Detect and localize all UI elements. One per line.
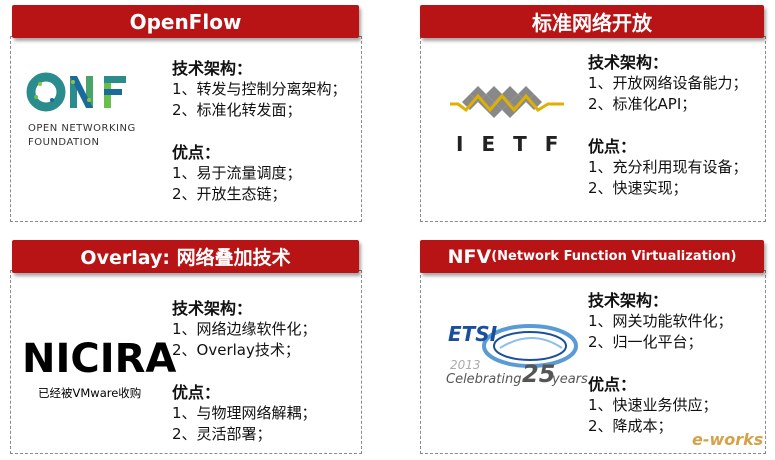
openflow-text: 技术架构： 1、转发与控制分离架构； 2、标准化转发面； 优点： 1、易于流量调… — [172, 58, 347, 205]
openflow-box — [10, 36, 362, 222]
ietf-wordmark: IETF — [456, 132, 577, 156]
arch-item: 2、Overlay技术； — [172, 341, 300, 359]
arch-heading: 技术架构： — [172, 59, 253, 78]
nicira-logo: NICIRA — [22, 336, 177, 382]
open-network-title: 标准网络开放 — [532, 11, 652, 35]
etsi-logo: ETSI 2013 Celebrating 25 years — [442, 318, 588, 388]
adv-item: 1、快速业务供应； — [588, 396, 718, 414]
overlay-box — [10, 270, 362, 454]
overlay-title: Overlay: 网络叠加技术 — [80, 247, 291, 269]
nfv-title-main: NFV — [447, 245, 492, 268]
arch-heading: 技术架构： — [588, 291, 669, 310]
adv-item: 2、快速实现； — [588, 179, 688, 197]
nicira-caption: 已经被VMware收购 — [38, 386, 142, 400]
openflow-panel: OpenFlow OPEN NETWORKING FOUNDATION 技术架构… — [0, 0, 380, 232]
adv-item: 2、降成本； — [588, 417, 673, 435]
open-network-header: 标准网络开放 — [420, 5, 764, 38]
ietf-logo-icon — [450, 86, 564, 118]
adv-item: 1、易于流量调度； — [172, 164, 302, 182]
adv-heading: 优点： — [588, 137, 637, 156]
onf-subtitle-line2: FOUNDATION — [28, 137, 100, 148]
arch-item: 2、归一化平台； — [588, 333, 703, 351]
arch-item: 1、转发与控制分离架构； — [172, 80, 347, 98]
ietf-logo: IETF — [448, 80, 578, 160]
arch-heading: 技术架构： — [172, 299, 253, 318]
openflow-header: OpenFlow — [12, 5, 359, 38]
nfv-title-sub: (Network Function Virtualization) — [491, 249, 737, 264]
adv-item: 2、开放生态链； — [172, 185, 287, 203]
eworks-watermark: e-works — [692, 430, 764, 449]
etsi-wordmark: ETSI — [448, 322, 498, 346]
arch-item: 1、开放网络设备能力； — [588, 74, 748, 92]
onf-subtitle-line1: OPEN NETWORKING — [28, 123, 136, 134]
open-network-panel: 标准网络开放 IETF 技术架构： 1、开放网络设备能力； 2、标准化API； — [420, 5, 766, 222]
arch-heading: 技术架构： — [588, 53, 669, 72]
adv-item: 2、灵活部署； — [172, 425, 272, 443]
etsi-25: 25 — [522, 360, 556, 388]
etsi-years: years — [552, 372, 588, 387]
etsi-logo-icon — [482, 324, 578, 368]
overlay-header: Overlay: 网络叠加技术 — [12, 240, 359, 273]
adv-heading: 优点： — [588, 375, 637, 394]
overlay-text: 技术架构： 1、网络边缘软件化； 2、Overlay技术； 优点： 1、与物理网… — [172, 298, 317, 445]
openflow-title: OpenFlow — [129, 9, 242, 34]
etsi-year: 2013 — [450, 358, 481, 372]
arch-item: 1、网络边缘软件化； — [172, 320, 317, 338]
nfv-header: NFV (Network Function Virtualization) — [420, 240, 764, 273]
etsi-celebrating: Celebrating — [446, 372, 522, 387]
adv-item: 1、与物理网络解耦； — [172, 404, 317, 422]
adv-heading: 优点： — [172, 383, 221, 402]
arch-item: 2、标准化API； — [588, 95, 697, 113]
onf-logo: OPEN NETWORKING FOUNDATION — [26, 70, 146, 150]
arch-item: 1、网关功能软件化； — [588, 312, 733, 330]
overlay-panel: Overlay: 网络叠加技术 NICIRA 已经被VMware收购 技术架构：… — [0, 0, 380, 460]
adv-item: 1、充分利用现有设备； — [588, 158, 748, 176]
onf-logo-icon — [26, 72, 126, 112]
adv-heading: 优点： — [172, 143, 221, 162]
nfv-box — [420, 270, 766, 454]
nfv-text: 技术架构： 1、网关功能软件化； 2、归一化平台； 优点： 1、快速业务供应； … — [588, 290, 733, 437]
arch-item: 2、标准化转发面； — [172, 101, 302, 119]
open-network-text: 技术架构： 1、开放网络设备能力； 2、标准化API； 优点： 1、充分利用现有… — [588, 52, 748, 199]
